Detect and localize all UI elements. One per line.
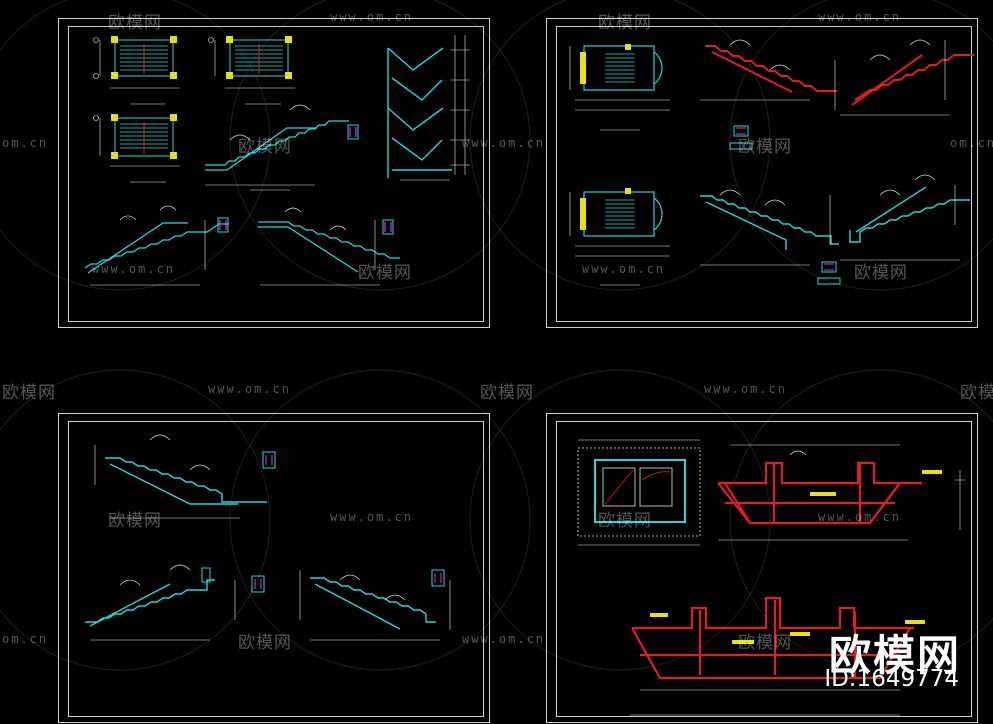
watermark-brand: 欧模网 — [358, 263, 412, 283]
stair-plan-group-tr — [569, 44, 670, 286]
watermark-brand: 欧模网 — [598, 511, 652, 531]
watermark-brand: 欧模网 — [738, 137, 792, 157]
drawing-sheet-top-left — [58, 18, 490, 328]
stair-plan-group-tl — [93, 36, 295, 183]
stair-sections-tl-bottom — [84, 221, 400, 274]
watermark-brand: 欧模网 — [854, 263, 908, 283]
watermark-url: www.om.cn — [92, 262, 176, 276]
watermark-url: www.om.cn — [330, 10, 414, 24]
rebar-detail-tr-2 — [817, 261, 841, 285]
stair-section-tall — [387, 47, 452, 178]
watermark-url: www.om.cn — [818, 10, 902, 24]
stair-section-tr-red — [705, 45, 974, 106]
watermark-url: om.cn — [2, 632, 49, 646]
drawing-sheet-bottom-right — [546, 413, 978, 723]
watermark-brand: 欧模网 — [960, 383, 993, 403]
sheet-inner-border — [68, 421, 484, 717]
watermark-brand: 欧模网 — [2, 383, 56, 403]
watermark-brand: 欧模网 — [480, 383, 534, 403]
watermark-brand: 欧模网 — [738, 633, 792, 653]
watermark-brand: 欧模网 — [238, 137, 292, 157]
sheet-inner-border — [556, 421, 972, 717]
watermark-id: ID:1649774 — [824, 666, 959, 692]
stair-section-tr-cyan — [700, 186, 970, 250]
watermark-brand: 欧模网 — [598, 13, 652, 33]
watermark-brand: 欧模网 — [108, 511, 162, 531]
watermark-url: www.om.cn — [818, 510, 902, 524]
watermark-url: www.om.cn — [582, 262, 666, 276]
rebar-detail-tl-2 — [217, 217, 394, 235]
watermark-url: om.cn — [2, 136, 49, 150]
watermark-url: om.cn — [950, 136, 993, 150]
watermark-url: www.om.cn — [704, 382, 788, 396]
watermark-url: www.om.cn — [462, 136, 546, 150]
stair-section-tl-mid — [205, 120, 349, 171]
watermark-brand: 欧模网 — [238, 633, 292, 653]
rebar-detail-bl — [201, 451, 445, 593]
sheet-inner-border — [68, 26, 484, 322]
watermark-brand: 欧模网 — [108, 13, 162, 33]
watermark-arcs — [0, 0, 993, 671]
rebar-detail-tr — [729, 125, 753, 150]
drawing-sheet-top-right — [546, 18, 978, 328]
watermark-brand-large: 欧模网 — [828, 631, 961, 680]
drawing-sheet-bottom-left — [58, 413, 490, 723]
stair-sections-bl — [85, 457, 436, 630]
rebar-detail-tl — [347, 124, 359, 140]
watermark-url: www.om.cn — [330, 510, 414, 524]
pit-plan-br — [577, 439, 701, 546]
pit-section-2-br — [631, 596, 914, 680]
watermark-url: www.om.cn — [462, 632, 546, 646]
watermark-url: www.om.cn — [208, 382, 292, 396]
pit-section-1-br — [717, 461, 922, 525]
sheet-inner-border — [556, 26, 972, 322]
